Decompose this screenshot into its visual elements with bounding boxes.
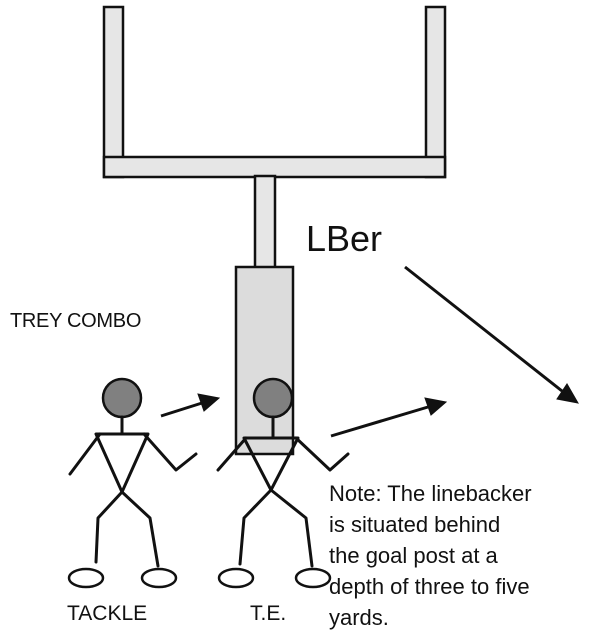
tight-end-figure — [216, 377, 350, 589]
tight-end-release-arrowhead — [424, 397, 448, 416]
tackle-head — [101, 377, 143, 419]
tight-end-right-leg — [269, 488, 314, 568]
tackle-left-arm — [68, 432, 102, 476]
tackle-block-arrow — [160, 401, 203, 418]
goal-post-left-upright — [102, 5, 125, 179]
arrows — [160, 265, 579, 438]
tackle-left-foot — [67, 567, 105, 589]
tackle-right-arm — [142, 432, 198, 472]
linebacker-label: LBer — [306, 218, 383, 259]
note-line: the goal post at a — [329, 543, 498, 568]
tight-end-left-foot — [217, 567, 255, 589]
play-name-label: TREY COMBO — [10, 310, 142, 332]
tackle-label: TACKLE — [67, 602, 148, 625]
tackle-figure — [67, 377, 198, 589]
tight-end-release-arrow — [330, 405, 429, 438]
tight-end-torso — [242, 436, 300, 492]
tight-end-head — [252, 377, 294, 419]
tight-end-right-foot — [294, 567, 332, 589]
linebacker-path-arrowhead — [556, 383, 579, 404]
note-line: yards. — [329, 605, 389, 630]
tackle-left-leg — [94, 490, 124, 564]
note-text: Note: The linebacker is situated behind … — [329, 478, 532, 633]
note-line: Note: The linebacker — [329, 481, 532, 506]
tackle-right-leg — [120, 490, 160, 568]
goal-post-stem — [253, 174, 277, 270]
linebacker-path-arrow — [404, 265, 563, 393]
tackle-torso — [94, 432, 150, 494]
tight-end-right-arm — [294, 436, 350, 472]
tackle-right-foot — [140, 567, 178, 589]
tight-end-left-arm — [216, 436, 248, 472]
note-line: depth of three to five — [329, 574, 530, 599]
goal-post-padding — [234, 265, 295, 456]
tight-end-left-leg — [238, 488, 273, 566]
tight-end-label: T.E. — [250, 602, 287, 625]
goal-post — [102, 5, 447, 456]
tackle-block-arrowhead — [197, 393, 221, 412]
goal-post-right-upright — [424, 5, 447, 179]
note-line: is situated behind — [329, 512, 501, 537]
goal-post-crossbar — [102, 155, 447, 179]
